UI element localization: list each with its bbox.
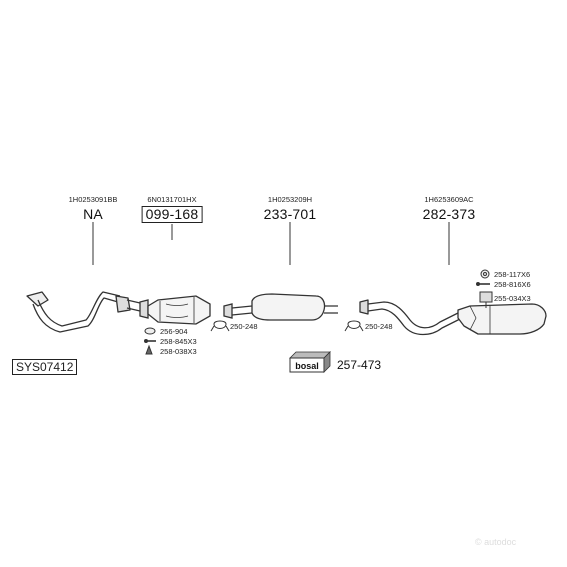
fitting-label-nut: 258-038X3 — [160, 347, 197, 356]
rear-fittings-icons — [476, 269, 493, 308]
oem-number-catalytic-converter: 6N0131701HX — [147, 195, 197, 204]
fitting-label-ring: 258-117X6 — [494, 270, 531, 279]
part-number-catalytic-converter[interactable]: 099-168 — [141, 206, 203, 223]
clamp-icon-1 — [210, 320, 230, 332]
part-number-front-pipe: NA — [83, 206, 103, 222]
part-number-middle-silencer: 233-701 — [263, 206, 317, 222]
oem-number-rear-silencer: 1H6253609AC — [424, 195, 474, 204]
system-code[interactable]: SYS07412 — [12, 359, 78, 375]
cat-fittings-icons — [144, 327, 156, 355]
svg-text:bosal: bosal — [295, 361, 319, 371]
catalytic-converter — [139, 295, 211, 325]
fitting-label-rear-bolt: 258-816X6 — [494, 280, 531, 289]
bosal-part-code: 257-473 — [337, 358, 382, 372]
fitting-label-clamp-1: 250-248 — [230, 322, 258, 331]
middle-silencer — [223, 293, 338, 321]
part-number-rear-silencer: 282-373 — [422, 206, 476, 222]
fitting-label-gasket: 256-904 — [160, 327, 188, 336]
bosal-logo: bosal — [289, 351, 331, 373]
fitting-label-hanger: 255-034X3 — [494, 294, 531, 303]
rear-silencer — [359, 299, 547, 336]
watermark: © autodoc — [475, 537, 517, 547]
oem-number-front-pipe: 1H0253091BB — [68, 195, 118, 204]
front-pipe — [26, 291, 141, 333]
fitting-label-clamp-2: 250-248 — [365, 322, 393, 331]
fitting-label-bolt: 258-845X3 — [160, 337, 197, 346]
clamp-icon-2 — [344, 320, 364, 332]
oem-number-middle-silencer: 1H0253209H — [267, 195, 313, 204]
